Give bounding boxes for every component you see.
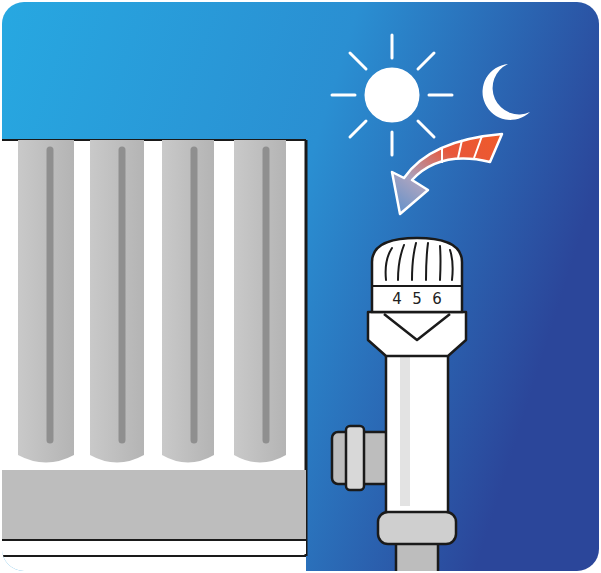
dial-number: 4 (392, 292, 402, 307)
dial-number: 6 (432, 292, 442, 307)
dial-number: 5 (412, 292, 422, 307)
